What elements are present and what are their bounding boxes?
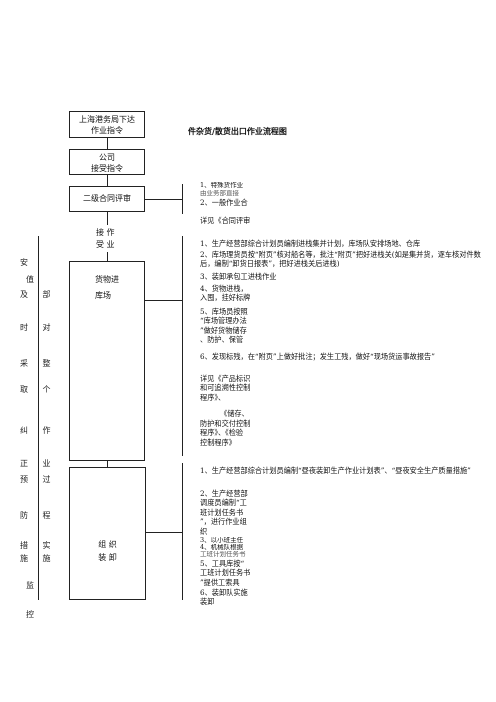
warehouse-note-8a: 《储存、 — [220, 409, 249, 418]
side-label-6: 取 个 — [20, 385, 57, 394]
warehouse-note-7: 详见《产品标识 和可追溯性控制 程序》、 — [200, 374, 251, 402]
warehouse-note-1: 1、生产经营部综合计划员编制进栈集并计划，库场队安排场地、仓库 — [200, 239, 421, 248]
organize-note-3c: 工班计划任务书 — [200, 551, 246, 557]
connector-1 — [107, 138, 108, 149]
box-contract-review: 二级合同评审 — [69, 186, 145, 212]
box-warehouse-entry: 货物进 库场 — [69, 261, 145, 461]
side-label-8: 正 业 — [20, 459, 57, 468]
organize-bracket — [182, 463, 183, 600]
side-label-14: 控 — [26, 610, 40, 619]
side-label-13: 监 — [26, 581, 40, 590]
warehouse-note-6: 6、发现标残，在“附页”上做好批注；发生工残，做好“现场货运事故报告” — [200, 352, 435, 361]
review-bracket — [182, 184, 183, 214]
connector-2 — [107, 175, 108, 186]
organize-note-3a: 3、以小班主任 — [200, 537, 244, 543]
review-note-2: 2、一般作业合 — [200, 198, 248, 207]
side-label-7: 纠 作 — [20, 426, 57, 435]
side-label-3: 及 部 — [20, 290, 57, 299]
warehouse-note-2: 2、库场理货员按“附页”核对船名等，批注“附页”把好进栈关(如是集并货，逐车核对… — [200, 250, 481, 269]
side-label-2: 值 — [26, 275, 40, 284]
side-label-5: 采 整 — [20, 359, 57, 368]
warehouse-note-5: 5、库场员按照 “库场管理办法 ”做好货物储存 、防护、保管 — [200, 307, 248, 345]
box-shanghai-port-order: 上海港务局下达 作业指令 — [69, 111, 145, 138]
warehouse-note-3: 3、装卸承包工进栈作业 — [200, 272, 277, 281]
organize-note-3b: 4、机械队根据 — [200, 544, 244, 550]
warehouse-note-4b: 入囤，挂好标牌 — [200, 293, 251, 302]
organize-connector — [146, 532, 182, 533]
side-label-4: 时 对 — [20, 323, 57, 332]
side-label-1: 安 — [20, 258, 34, 267]
connector-4 — [107, 252, 108, 261]
organize-note-6: 6、装卸队实施 装卸 — [200, 588, 248, 607]
review-note-1: 1、特殊货作业 — [200, 182, 244, 188]
left-frame-line — [38, 236, 39, 600]
side-label-11: 措 实 — [20, 541, 57, 550]
review-note-1b: 由业务部直接 — [200, 190, 239, 196]
box-organize-loading: 组 织 装 卸 — [69, 467, 146, 600]
side-label-10: 防 程 — [20, 511, 57, 520]
warehouse-note-8b: 防护和交付控制 程序》、《检验 控制程序》 — [200, 419, 251, 447]
review-note-3: 详见《合同评审 — [200, 216, 251, 225]
connector-3 — [107, 212, 108, 225]
connector-5 — [107, 461, 108, 467]
warehouse-connector — [145, 300, 182, 301]
organize-note-1: 1、生产经营部综合计划员编制“昼夜装卸生产作业计划表”、“昼夜安全生产质量措施” — [200, 466, 471, 475]
page-title: 件杂货/散货出口作业流程图 — [188, 126, 287, 136]
side-label-9: 预 过 — [20, 475, 57, 484]
organize-note-5: 5、工具库按“ 工班计划任务书 ”提供工索具 — [200, 559, 251, 587]
box-company-accept: 公司 接受指令 — [69, 149, 145, 175]
review-connector — [145, 199, 182, 200]
warehouse-note-4a: 4、货物进栈， — [200, 284, 248, 293]
label-receive-operation: 接 作 受 业 — [96, 228, 115, 249]
side-label-12: 施 施 — [20, 554, 57, 563]
warehouse-bracket — [182, 236, 183, 456]
organize-note-2: 2、生产经营部 调度员编制“工 班计划任务书 ”，进行作业组 织 — [200, 489, 248, 536]
